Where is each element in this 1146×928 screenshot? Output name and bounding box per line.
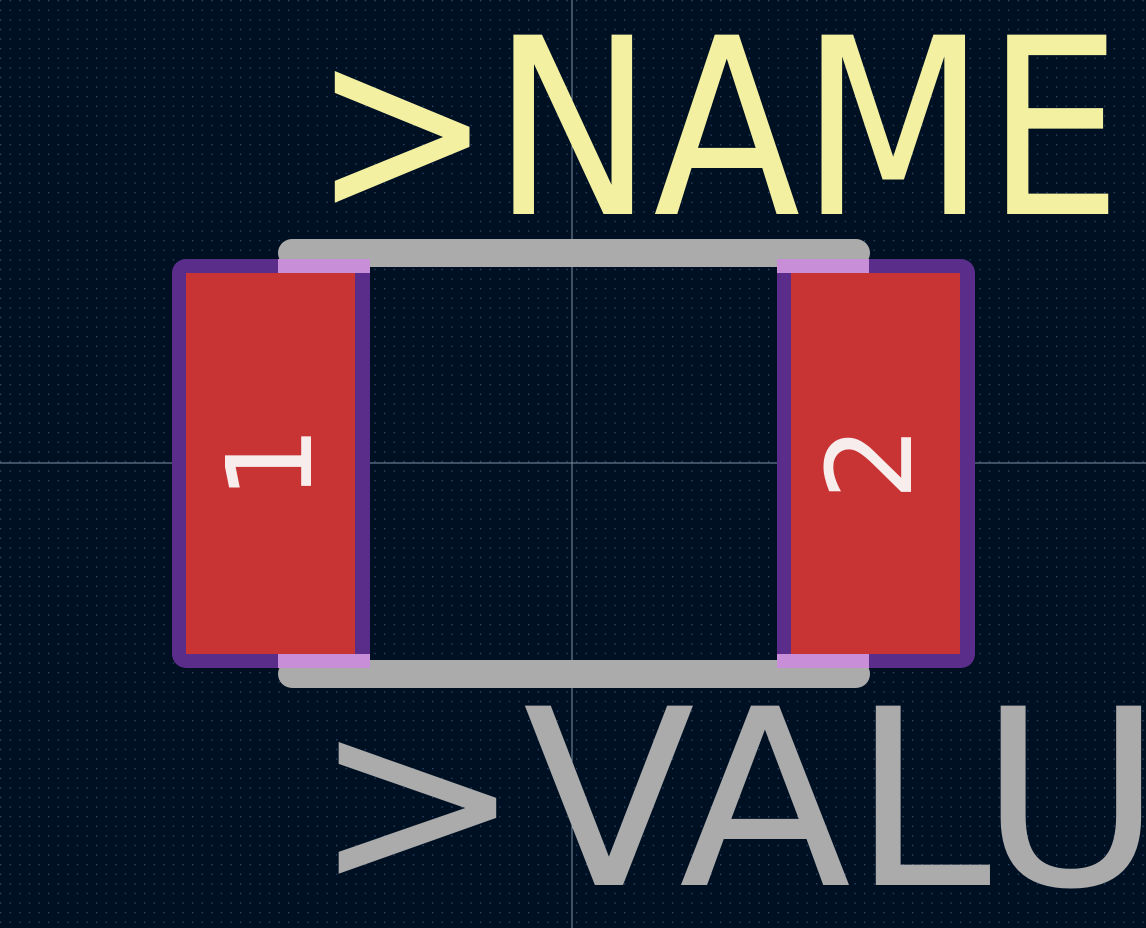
pad-1-overlap-bottom: [278, 654, 370, 668]
name-label[interactable]: >NAME: [312, 0, 1122, 273]
pad-2[interactable]: 2: [777, 259, 975, 668]
pad-1-overlap-top: [278, 259, 370, 273]
pad-1[interactable]: 1: [172, 259, 370, 668]
pad-2-copper[interactable]: [791, 273, 960, 654]
pad-1-number: 1: [201, 425, 339, 500]
pad-1-copper[interactable]: [186, 273, 355, 654]
value-label[interactable]: >VALUE: [312, 658, 1146, 928]
pad-2-overlap-bottom: [777, 654, 869, 668]
courtyard-outline[interactable]: [278, 239, 870, 688]
pad-2-number: 2: [801, 425, 939, 500]
pad-2-overlap-top: [777, 259, 869, 273]
